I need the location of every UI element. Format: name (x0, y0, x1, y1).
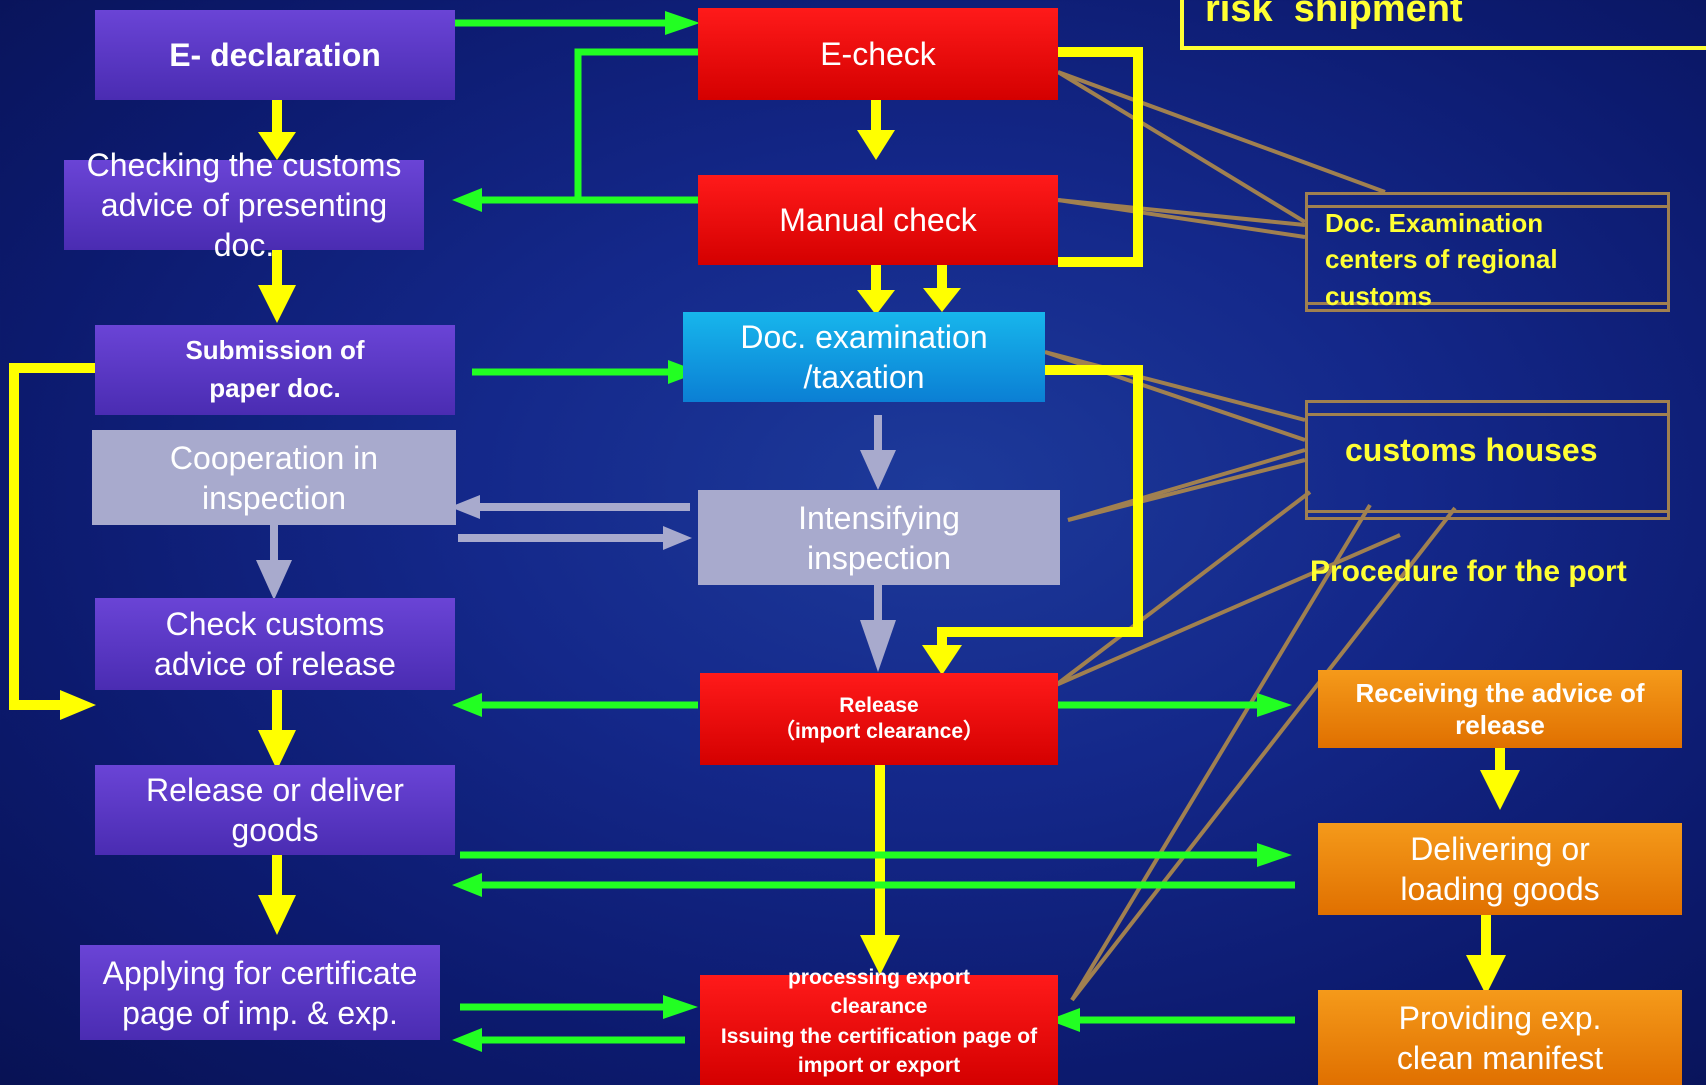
e-check-label: E-check (820, 36, 936, 72)
e-declaration-box: E- declaration (95, 10, 455, 100)
processing-export-clearance-label: processing export clearance (787, 966, 971, 1019)
cooperation-inspection-box: Cooperation in inspection (92, 430, 456, 525)
e-check-box: E-check (698, 8, 1058, 100)
yellow-flow-lines (9, 47, 1505, 960)
submission-paper-doc-label: Submission of paper doc. (185, 335, 365, 403)
manual-check-box: Manual check (698, 175, 1058, 265)
providing-manifest-label: Providing exp. clean manifest (1396, 999, 1604, 1076)
import-clearance-label: （import clearance） (773, 720, 985, 743)
providing-manifest-box: Providing exp. clean manifest (1318, 990, 1682, 1085)
customs-houses-frame (1305, 400, 1670, 520)
release-deliver-goods-box: Release or deliver goods (95, 765, 455, 855)
release-import-clearance-box: Release （import clearance） (700, 673, 1058, 765)
release-title-label: Release (839, 693, 919, 717)
intensifying-inspection-box: Intensifying inspection (698, 490, 1060, 585)
processing-export-clearance-box: processing export clearance Issuing the … (700, 966, 1058, 1085)
submission-paper-doc-box: Submission of paper doc. (95, 325, 455, 415)
cooperation-inspection-label: Cooperation in inspection (169, 439, 379, 516)
yellow-arrowheads (60, 130, 1520, 995)
gray-flow-lines (270, 415, 882, 625)
check-release-advice-label: Check customs advice of release (154, 606, 396, 682)
gray-arrowheads (256, 450, 896, 672)
risk-shipment-label: risk shipment (1205, 0, 1463, 30)
applying-certificate-label: Applying for certificate page of imp. & … (102, 954, 418, 1031)
delivering-loading-goods-label: Delivering or loading goods (1400, 831, 1600, 907)
risk-shipment-frame (1180, 0, 1706, 50)
doc-examination-taxation-label: Doc. examination /taxation (740, 319, 988, 395)
release-deliver-goods-label: Release or deliver goods (146, 772, 404, 848)
doc-examination-taxation-box: Doc. examination /taxation (683, 312, 1045, 402)
intensifying-inspection-label: Intensifying inspection (798, 499, 960, 576)
customs-houses-label: customs houses (1345, 432, 1598, 468)
e-declaration-label: E- declaration (169, 37, 381, 73)
checking-customs-advice-label: Checking the customs advice of presentin… (86, 147, 402, 263)
checking-customs-advice-box: Checking the customs advice of presentin… (64, 147, 424, 263)
check-release-advice-box: Check customs advice of release (95, 598, 455, 690)
doc-examination-centers-frame (1305, 192, 1670, 312)
receiving-advice-label: Receiving the advice of release (1355, 677, 1645, 741)
delivering-loading-goods-box: Delivering or loading goods (1318, 823, 1682, 915)
receiving-advice-box: Receiving the advice of release (1318, 670, 1682, 748)
doc-examination-centers-label: Doc. Examination centers of regional cus… (1325, 208, 1558, 311)
applying-certificate-box: Applying for certificate page of imp. & … (80, 945, 440, 1040)
port-procedure-label: Procedure for the port (1310, 555, 1627, 588)
issuing-certification-label: Issuing the certification page of import… (720, 1024, 1038, 1078)
green-flow-lines (455, 19, 1295, 1044)
manual-check-label: Manual check (779, 202, 977, 238)
